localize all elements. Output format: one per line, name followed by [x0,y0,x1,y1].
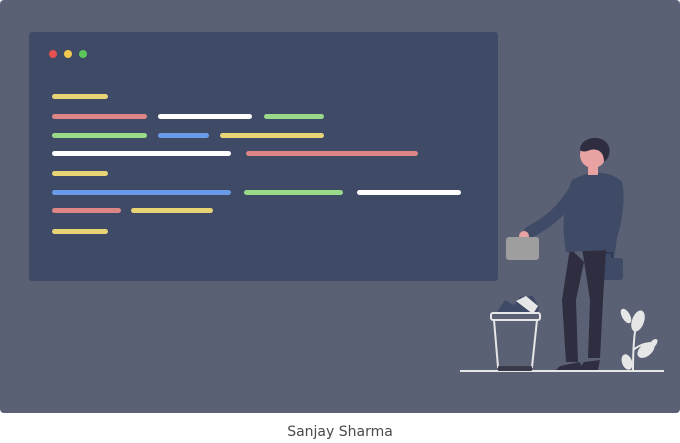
code-line [52,151,231,156]
code-editor-window [29,32,498,281]
code-line [52,208,121,213]
window-maximize-dot [79,50,87,58]
code-line [158,114,252,119]
code-line [220,133,324,138]
code-line [246,151,418,156]
code-line [52,94,108,99]
illustration-figures [460,137,664,372]
code-line [52,171,108,176]
code-line [52,114,147,119]
code-line [357,190,461,195]
code-line [244,190,343,195]
code-line [52,133,147,138]
code-line [264,114,324,119]
code-line [52,229,108,234]
code-line [158,133,209,138]
window-minimize-dot [64,50,72,58]
person-icon [506,137,624,370]
window-close-dot [49,50,57,58]
trash-bin-icon [490,296,541,371]
plant-icon [620,308,658,371]
code-line [52,190,231,195]
image-caption: Sanjay Sharma [287,424,393,440]
illustration-card [0,0,680,413]
code-line [131,208,213,213]
